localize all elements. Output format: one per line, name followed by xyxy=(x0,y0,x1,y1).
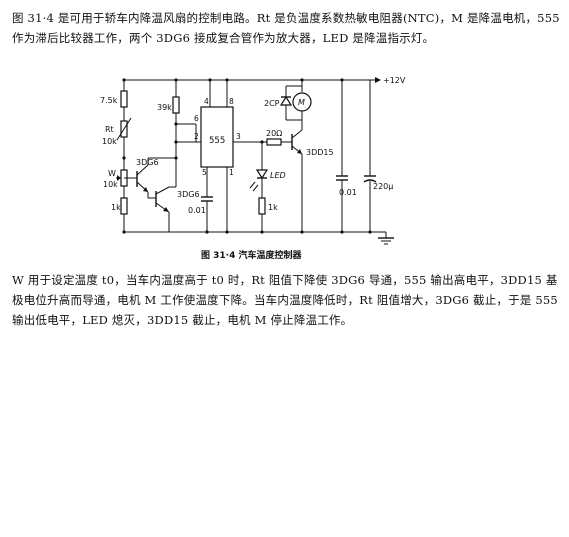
led-symbol xyxy=(255,169,269,180)
label-q2: 3DG6 xyxy=(177,190,200,199)
hysteresis-network xyxy=(172,78,201,187)
intro-paragraph: 图 31·4 是可用于轿车内降温风扇的控制电路。Rt 是负温度系数热敏电阻器(N… xyxy=(12,11,560,45)
supply-rail: +12V xyxy=(124,76,406,85)
ic-label: 555 xyxy=(209,136,225,146)
capacitor-0-01-left xyxy=(201,196,213,234)
label-1k-led: 1k xyxy=(268,203,278,212)
label-20-ohm: 20Ω xyxy=(266,129,282,138)
label-rt-value: 10k xyxy=(102,137,117,146)
label-q3: 3DD15 xyxy=(306,148,334,157)
filter-capacitors xyxy=(336,78,377,234)
label-39k: 39k xyxy=(157,103,172,112)
ground-rail xyxy=(124,231,394,245)
pin-8: 8 xyxy=(229,97,234,106)
label-220u: 220μ xyxy=(373,182,393,191)
ic-555: 555 xyxy=(200,78,262,234)
transistor-q3 xyxy=(291,120,304,234)
resistor-1k-left xyxy=(120,197,128,215)
figure-caption: 图 31·4 汽车温度控制器 xyxy=(201,249,302,261)
resistor-20-ohm xyxy=(266,138,282,146)
resistor-39k xyxy=(172,96,180,114)
label-0-01-left: 0.01 xyxy=(188,206,206,215)
motor-branch: M xyxy=(279,78,312,121)
label-rt-name: Rt xyxy=(105,125,114,134)
pin-6: 6 xyxy=(194,114,199,123)
pin-5: 5 xyxy=(202,168,207,177)
base-resistor xyxy=(262,138,292,146)
label-w-value: 10k xyxy=(103,180,118,189)
pin-3: 3 xyxy=(236,132,241,141)
resistor-1k-led xyxy=(258,197,266,215)
label-0-01-right: 0.01 xyxy=(339,188,357,197)
supply-label: +12V xyxy=(383,76,406,85)
pin-2: 2 xyxy=(194,132,199,141)
label-7-5k: 7.5k xyxy=(100,96,118,105)
diode-symbol xyxy=(279,95,293,106)
pin-4: 4 xyxy=(204,97,209,106)
label-motor: M xyxy=(298,98,305,107)
label-w-name: W xyxy=(108,169,116,178)
pin-1: 1 xyxy=(229,168,234,177)
label-led: LED xyxy=(270,171,286,180)
label-diode: 2CP xyxy=(264,99,280,108)
resistor-7-5k xyxy=(120,90,128,108)
label-q1: 3DG6 xyxy=(136,158,159,167)
transistor-q2 xyxy=(155,186,176,232)
led-branch xyxy=(249,140,269,234)
transistor-q1 xyxy=(124,157,176,199)
label-1k-left: 1k xyxy=(111,203,121,212)
explanation-paragraph: W 用于设定温度 t0，当车内温度高于 t0 时，Rt 阻值下降使 3DG6 导… xyxy=(12,273,558,327)
